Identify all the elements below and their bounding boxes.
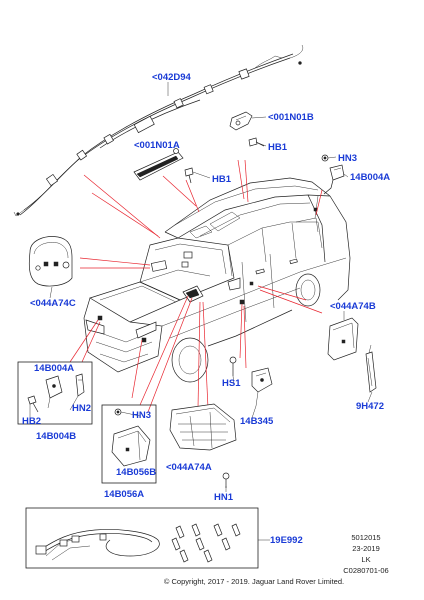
callout-HN3-top[interactable]: HN3 — [338, 153, 357, 164]
bolt-HB1-left[interactable] — [184, 167, 194, 184]
sensor-14B345[interactable] — [251, 367, 273, 407]
meta-line-1: 5012015 — [351, 533, 380, 542]
callout-14B056A[interactable]: 14B056A — [104, 489, 144, 500]
curtain-clips — [45, 68, 250, 187]
callout-labels: <042D94 <001N01B <001N01A HB1 HB1 HN3 14… — [22, 72, 390, 546]
meta-line-2: 23-2019 — [352, 544, 380, 553]
callout-14B345[interactable]: 14B345 — [240, 416, 274, 427]
nut-HN1[interactable] — [222, 472, 230, 488]
callout-14B004A-box[interactable]: 14B004A — [34, 363, 74, 374]
harness-box-19E992 — [25, 507, 259, 569]
callout-044A74C[interactable]: <044A74C — [30, 298, 76, 309]
bolt-HB2[interactable] — [27, 395, 39, 413]
sensor-9H472[interactable] — [365, 344, 377, 393]
callout-14B004A-top[interactable]: 14B004A — [350, 172, 390, 183]
callout-HB1-left[interactable]: HB1 — [212, 174, 232, 185]
module-14B056B[interactable] — [111, 425, 151, 467]
bolt-HB1-top[interactable] — [248, 137, 265, 147]
callout-HB2[interactable]: HB2 — [22, 416, 41, 427]
callout-044A74B[interactable]: <044A74B — [330, 301, 376, 312]
callout-044A74A[interactable]: <044A74A — [166, 462, 212, 473]
callout-HB1-top[interactable]: HB1 — [268, 142, 288, 153]
callout-001N01A[interactable]: <001N01A — [134, 140, 180, 151]
sensor-001N01B[interactable] — [229, 111, 253, 131]
callout-leaders — [29, 82, 373, 541]
callout-HN2[interactable]: HN2 — [72, 403, 91, 414]
callout-042D94[interactable]: <042D94 — [152, 72, 192, 83]
copyright-text: © Copyright, 2017 - 2019. Jaguar Land Ro… — [164, 577, 344, 586]
passenger-airbag-044A74A[interactable] — [169, 403, 237, 451]
meta-line-3: LK — [361, 555, 370, 564]
nut-HN3-top[interactable] — [321, 154, 329, 162]
meta-line-4: C0280701-06 — [343, 566, 388, 575]
nut-HN2[interactable] — [75, 373, 85, 397]
connector-pins[interactable] — [171, 523, 241, 563]
callout-HS1[interactable]: HS1 — [222, 378, 241, 389]
sensor-14B004A-box[interactable] — [45, 375, 63, 409]
callout-001N01B[interactable]: <001N01B — [268, 112, 314, 123]
bracket-001N01A[interactable] — [133, 148, 184, 181]
detail-box-14B004B — [17, 361, 93, 425]
nut-HN3-box[interactable] — [114, 408, 122, 416]
callout-HN3-box[interactable]: HN3 — [132, 410, 151, 421]
vehicle-body — [83, 177, 351, 383]
callout-14B056B[interactable]: 14B056B — [116, 467, 156, 478]
detail-box-14B056A — [101, 404, 157, 484]
wiring-harness[interactable] — [35, 529, 160, 561]
diagram-meta: 5012015 23-2019 LK C0280701-06 © Copyrig… — [164, 533, 389, 586]
driver-airbag-044A74C[interactable] — [28, 236, 73, 287]
seat-airbag-044A74B[interactable] — [327, 317, 359, 361]
leader-lines — [69, 159, 323, 413]
callout-14B004B[interactable]: 14B004B — [36, 431, 76, 442]
callout-HN1[interactable]: HN1 — [214, 492, 234, 503]
callout-19E992[interactable]: 19E992 — [270, 535, 303, 546]
callout-9H472[interactable]: 9H472 — [356, 401, 384, 412]
screw-HS1[interactable] — [229, 356, 237, 376]
curtain-airbag-part[interactable] — [13, 44, 304, 217]
sensor-14B004A-top[interactable] — [323, 164, 345, 195]
